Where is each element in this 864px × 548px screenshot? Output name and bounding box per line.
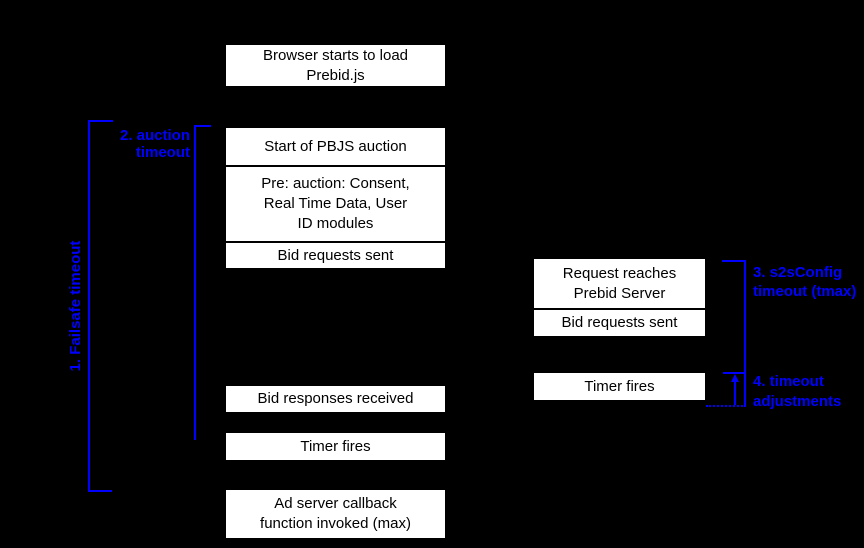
- box-timer-fires-client: Timer fires: [226, 433, 445, 460]
- s2s-bracket-top-foot: [722, 260, 746, 262]
- label-timeout-adjustments: 4. timeout adjustments: [753, 373, 842, 410]
- box-bid-requests-sent-server: Bid requests sent: [534, 308, 705, 336]
- box-ad-server-callback: Ad server callback function invoked (max…: [226, 490, 445, 538]
- box-start-of-pbjs-auction: Start of PBJS auction: [226, 128, 445, 165]
- server-stack: Request reaches Prebid Server Bid reques…: [534, 259, 705, 336]
- auction-stack: Start of PBJS auction Pre: auction: Cons…: [226, 128, 445, 268]
- box-browser-starts-load: Browser starts to load Prebid.js: [226, 45, 445, 86]
- up-arrow-icon: [731, 374, 739, 382]
- box-bid-requests-sent-client: Bid requests sent: [226, 241, 445, 268]
- label-failsafe-timeout: 1. Failsafe timeout: [67, 240, 84, 372]
- failsafe-bracket-bottom-foot: [88, 490, 112, 492]
- box-bid-responses-received: Bid responses received: [226, 386, 445, 412]
- auction-bracket-top-foot: [194, 125, 211, 127]
- adjustment-dotted-line: [706, 405, 746, 407]
- failsafe-bracket-top-foot: [88, 120, 113, 122]
- auction-bracket-vertical-line: [194, 125, 196, 440]
- box-request-reaches-prebid-server: Request reaches Prebid Server: [534, 259, 705, 308]
- adjustment-arrow-shaft: [734, 381, 736, 405]
- failsafe-bracket-vertical-line: [88, 120, 90, 492]
- s2s-bracket-mid-tick: [723, 372, 745, 374]
- box-timer-fires-server: Timer fires: [534, 373, 705, 400]
- s2s-bracket-vertical-line: [744, 260, 746, 407]
- label-auction-timeout: 2. auction timeout: [119, 127, 190, 161]
- box-pre-auction-modules: Pre: auction: Consent, Real Time Data, U…: [226, 165, 445, 241]
- label-s2s-timeout: 3. s2sConfig timeout (tmax): [753, 264, 857, 300]
